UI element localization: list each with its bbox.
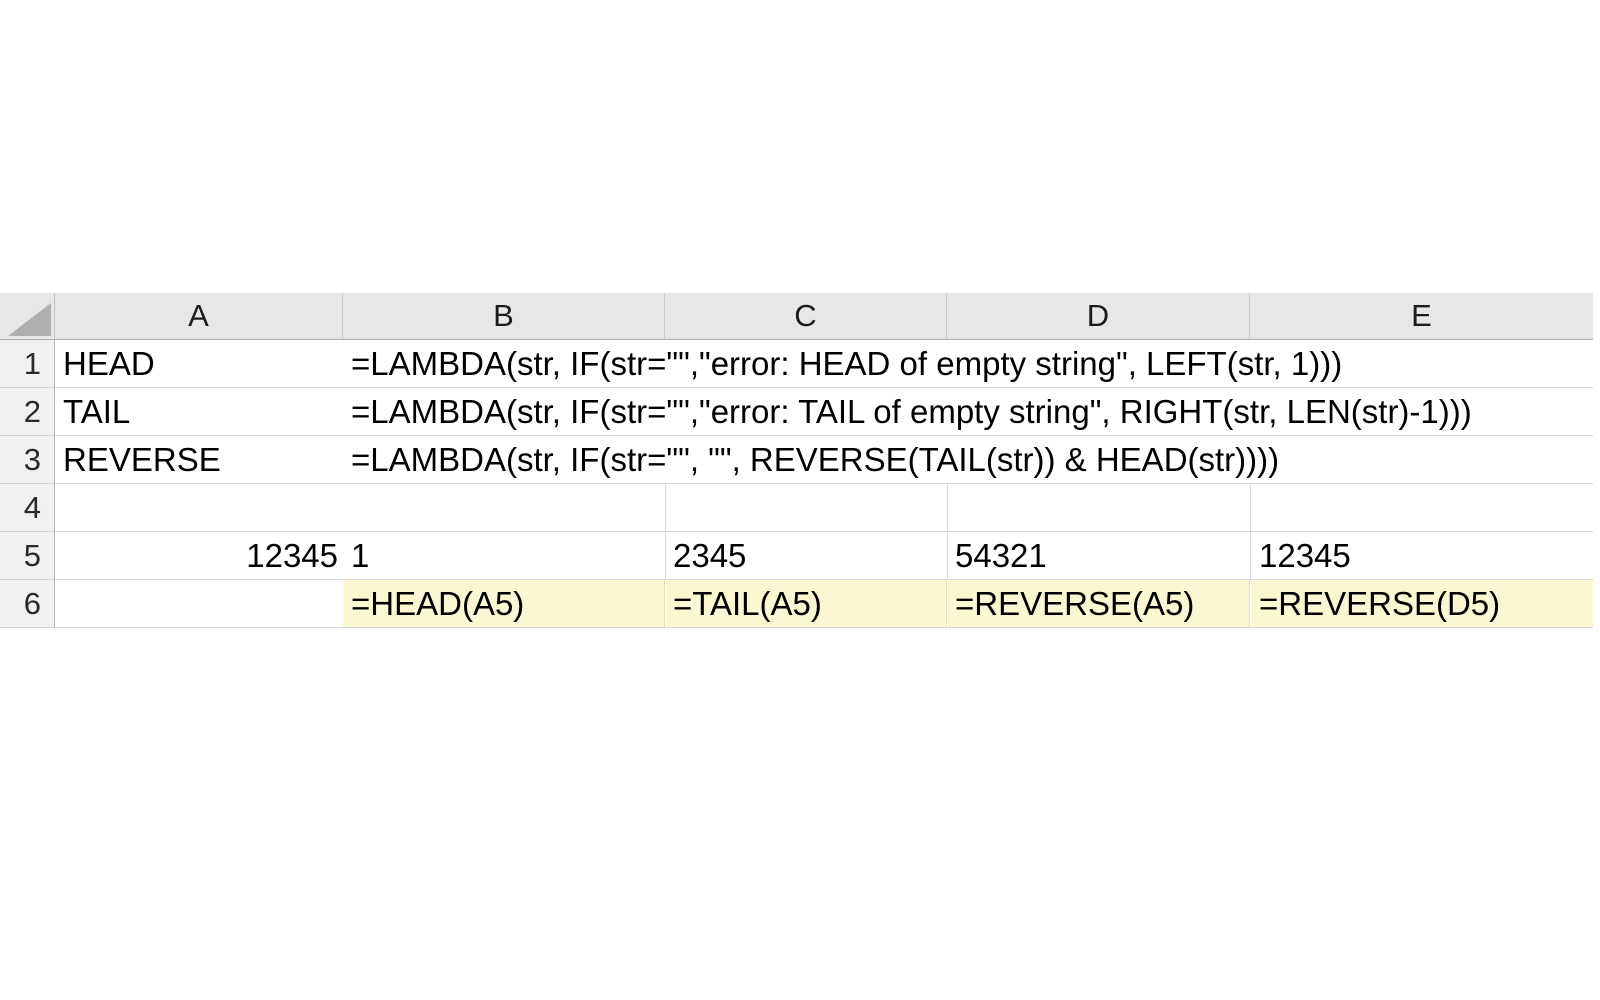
cell-A1[interactable]: HEAD — [63, 345, 155, 382]
cell-B5[interactable]: 1 — [351, 537, 370, 574]
gridline — [1250, 484, 1251, 531]
cell-E6-highlight — [1251, 580, 1593, 627]
sheet-row-1: 1 HEAD =LAMBDA(str, IF(str="","error: HE… — [0, 340, 1593, 388]
gridline — [665, 484, 666, 531]
row-header-6[interactable]: 6 — [0, 580, 55, 628]
cell-C6-formula[interactable]: =TAIL(A5) — [673, 585, 822, 622]
row-header-2[interactable]: 2 — [0, 388, 55, 436]
row-6-cells: =HEAD(A5) =TAIL(A5) =REVERSE(A5) =REVERS… — [55, 580, 1593, 628]
row-5-cells: 12345 1 2345 54321 12345 — [55, 532, 1593, 580]
row-header-3[interactable]: 3 — [0, 436, 55, 484]
cell-D5[interactable]: 54321 — [955, 537, 1047, 574]
cell-B2-formula[interactable]: =LAMBDA(str, IF(str="","error: TAIL of e… — [351, 393, 1472, 430]
column-header-D[interactable]: D — [947, 293, 1250, 339]
gridline — [1250, 532, 1251, 579]
row-3-cells: REVERSE =LAMBDA(str, IF(str="", "", REVE… — [55, 436, 1593, 484]
column-header-row: A B C D E — [0, 293, 1593, 340]
gridline — [947, 484, 948, 531]
column-header-E[interactable]: E — [1411, 298, 1432, 333]
row-header-1[interactable]: 1 — [0, 340, 55, 388]
cell-B1-formula[interactable]: =LAMBDA(str, IF(str="","error: HEAD of e… — [351, 345, 1343, 382]
cell-A5[interactable]: 12345 — [246, 537, 338, 574]
cell-B6-highlight — [343, 580, 665, 627]
spreadsheet-grid: A B C D E 1 HEAD =LAMBDA(str, IF(str="",… — [0, 293, 1593, 628]
column-header-B[interactable]: B — [343, 293, 665, 339]
cell-D6-formula[interactable]: =REVERSE(A5) — [955, 585, 1195, 622]
cell-E6-formula[interactable]: =REVERSE(D5) — [1259, 585, 1501, 622]
cell-A3[interactable]: REVERSE — [63, 441, 221, 478]
sheet-row-4: 4 — [0, 484, 1593, 532]
column-header-A[interactable]: A — [55, 293, 343, 339]
select-all-triangle-icon — [8, 303, 51, 336]
cell-C6-highlight — [666, 580, 947, 627]
sheet-row-3: 3 REVERSE =LAMBDA(str, IF(str="", "", RE… — [0, 436, 1593, 484]
select-all-corner[interactable] — [0, 293, 55, 339]
cell-D6-highlight — [948, 580, 1250, 627]
row-1-cells: HEAD =LAMBDA(str, IF(str="","error: HEAD… — [55, 340, 1593, 388]
sheet-row-5: 5 12345 1 2345 54321 12345 — [0, 532, 1593, 580]
column-header-C[interactable]: C — [665, 293, 947, 339]
cell-A2[interactable]: TAIL — [63, 393, 131, 430]
cell-B3-formula[interactable]: =LAMBDA(str, IF(str="", "", REVERSE(TAIL… — [351, 441, 1280, 478]
cell-B6-formula[interactable]: =HEAD(A5) — [351, 585, 525, 622]
gridline — [947, 532, 948, 579]
gridline — [665, 532, 666, 579]
row-header-4[interactable]: 4 — [0, 484, 55, 532]
cell-C5[interactable]: 2345 — [673, 537, 747, 574]
cell-E5[interactable]: 12345 — [1259, 537, 1351, 574]
row-2-cells: TAIL =LAMBDA(str, IF(str="","error: TAIL… — [55, 388, 1593, 436]
row-header-5[interactable]: 5 — [0, 532, 55, 580]
sheet-row-6: 6 =HEAD(A5) =TAIL(A5) =REVERSE(A5) =REVE… — [0, 580, 1593, 628]
sheet-row-2: 2 TAIL =LAMBDA(str, IF(str="","error: TA… — [0, 388, 1593, 436]
row-4-cells[interactable] — [55, 484, 1593, 532]
